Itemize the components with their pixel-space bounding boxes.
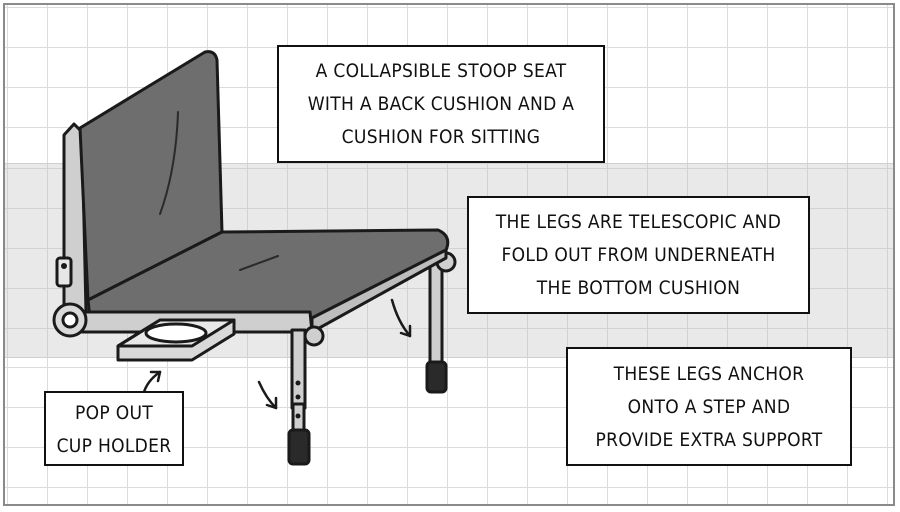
legs-line-2: FOLD OUT FROM UNDERNEATH	[501, 244, 776, 266]
seat-description-label: A COLLAPSIBLE STOOP SEAT WITH A BACK CUS…	[277, 45, 605, 163]
anchor-line-2: ONTO A STEP AND	[627, 396, 791, 418]
legs-description-label: THE LEGS ARE TELESCOPIC AND FOLD OUT FRO…	[467, 196, 810, 314]
anchor-description-label: THESE LEGS ANCHOR ONTO A STEP AND PROVID…	[566, 347, 852, 466]
legs-line-1: THE LEGS ARE TELESCOPIC AND	[495, 211, 782, 233]
cup-line-1: POP OUT	[75, 402, 153, 424]
front-leg	[287, 325, 325, 466]
back-leg	[425, 251, 457, 394]
seat-line-3: CUSHION FOR SITTING	[341, 126, 541, 148]
anchor-line-1: THESE LEGS ANCHOR	[613, 363, 805, 385]
cup-holder	[116, 318, 236, 362]
legs-line-3: THE BOTTOM CUSHION	[536, 277, 741, 299]
back-cushion	[78, 50, 224, 302]
seat-line-2: WITH A BACK CUSHION AND A	[307, 93, 575, 115]
fold-arrows	[142, 298, 412, 410]
cup-holder-label: POP OUT CUP HOLDER	[44, 391, 184, 466]
cup-line-2: CUP HOLDER	[56, 435, 172, 457]
anchor-line-3: PROVIDE EXTRA SUPPORT	[595, 429, 823, 451]
seat-line-1: A COLLAPSIBLE STOOP SEAT	[315, 60, 567, 82]
